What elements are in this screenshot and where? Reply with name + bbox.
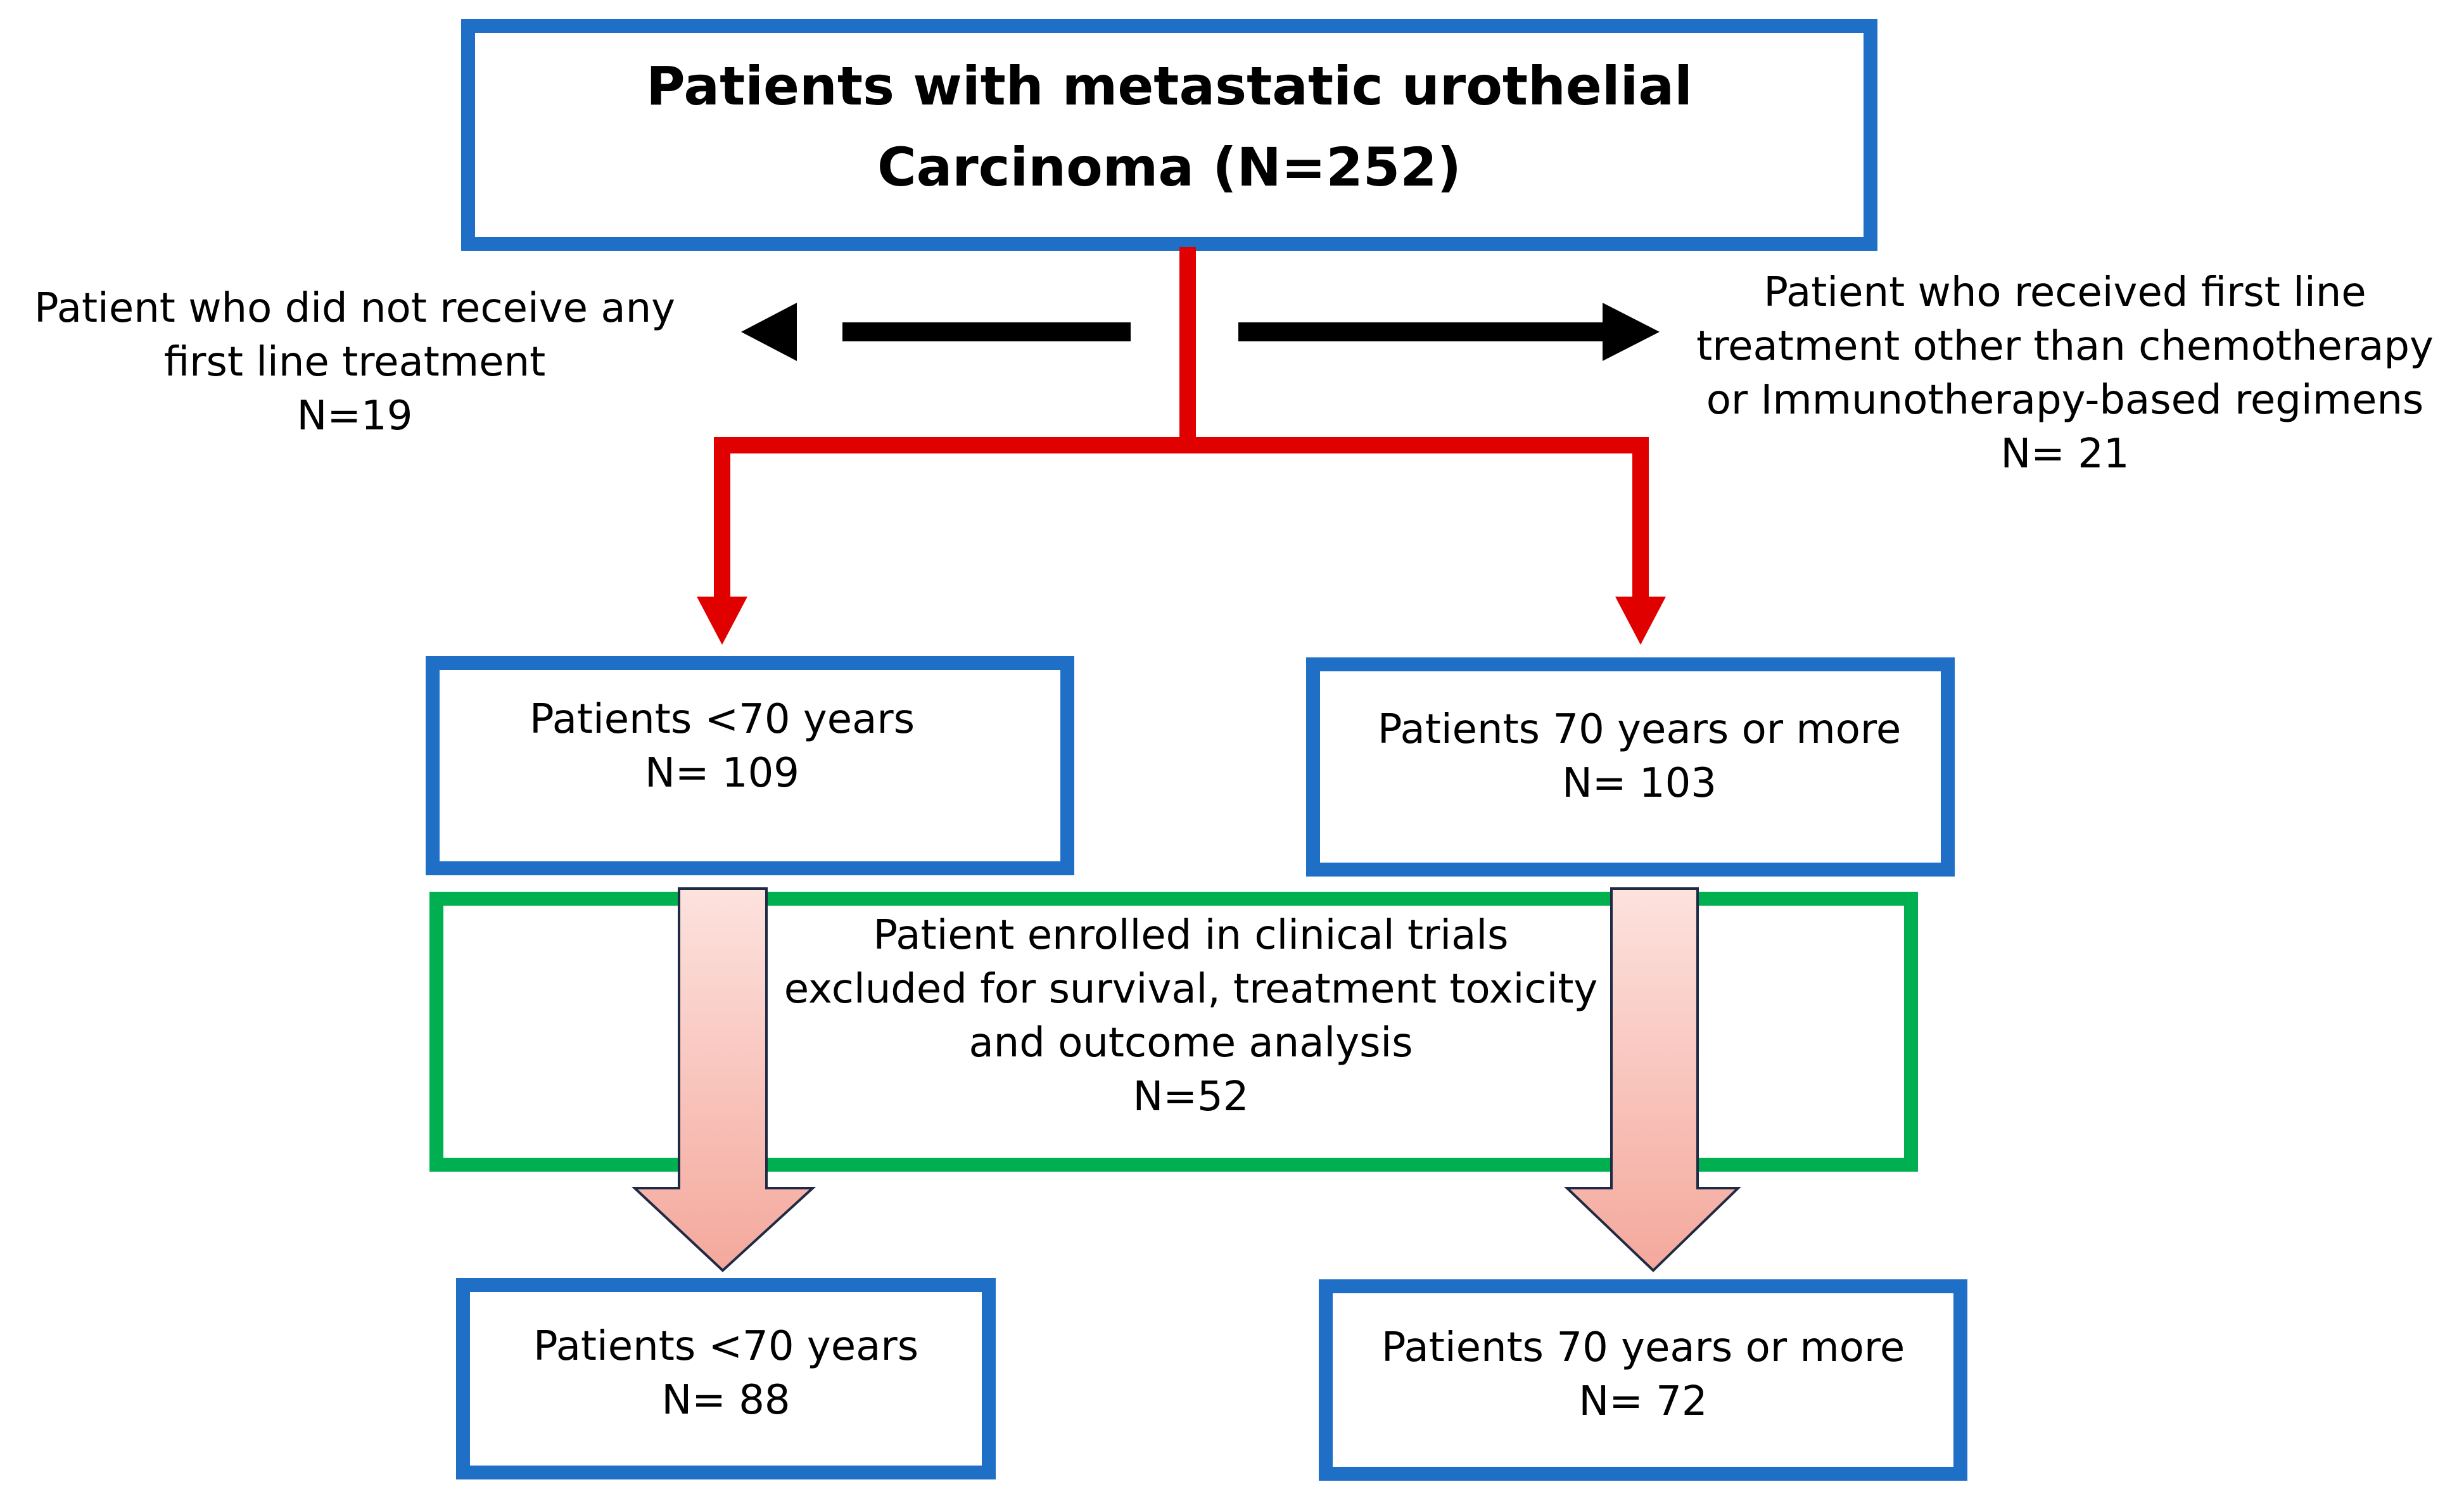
trial-exclusion-line-3: and outcome analysis	[968, 1020, 1413, 1067]
right-exclusion-line-4: N= 21	[2000, 431, 2130, 478]
top-box	[461, 19, 1877, 251]
final-left-text: Patients <70 years N= 88	[456, 1320, 996, 1428]
exclusion-arrow-left	[741, 303, 797, 361]
top-box-title: Patients with metastatic urothelial Carc…	[461, 46, 1877, 208]
group-right-box	[1306, 657, 1955, 877]
final-left-line-1: Patients <70 years	[533, 1323, 919, 1370]
final-left-box	[456, 1278, 996, 1479]
group-right-line-1: Patients 70 years or more	[1377, 706, 1902, 753]
group-left-line-1: Patients <70 years	[529, 696, 915, 743]
right-exclusion-text: Patient who received first line treatmen…	[1672, 266, 2458, 481]
block-arrow-right	[1564, 887, 1741, 1272]
right-exclusion-line-3: or Immunotherapy-based regimens	[1706, 377, 2424, 424]
left-exclusion-line-2: first line treatment	[163, 339, 546, 386]
final-right-line-2: N= 72	[1578, 1378, 1708, 1426]
final-right-text: Patients 70 years or more N= 72	[1319, 1321, 1967, 1429]
red-arrowhead-right	[1615, 597, 1666, 645]
exclusion-arrow-right	[1603, 303, 1660, 361]
top-box-line-1: Patients with metastatic urothelial	[646, 55, 1692, 117]
group-right-text: Patients 70 years or more N= 103	[1306, 703, 1972, 811]
final-left-line-2: N= 88	[661, 1377, 791, 1424]
top-box-line-2: Carcinoma (N=252)	[877, 136, 1462, 198]
group-left-line-2: N= 109	[645, 750, 799, 797]
final-right-line-1: Patients 70 years or more	[1381, 1324, 1905, 1371]
block-arrow-left	[631, 887, 816, 1272]
left-exclusion-line-1: Patient who did not receive any	[34, 285, 675, 332]
right-exclusion-line-1: Patient who received first line	[1763, 269, 2366, 316]
group-right-line-2: N= 103	[1562, 760, 1717, 808]
trial-exclusion-text: Patient enrolled in clinical trials excl…	[760, 909, 1622, 1124]
trial-exclusion-line-2: excluded for survival, treatment toxicit…	[784, 966, 1598, 1013]
final-right-box	[1319, 1279, 1967, 1481]
left-exclusion-line-3: N=19	[296, 393, 413, 440]
right-exclusion-line-2: treatment other than chemotherapy	[1696, 323, 2434, 370]
trial-exclusion-line-1: Patient enrolled in clinical trials	[873, 912, 1509, 959]
left-exclusion-text: Patient who did not receive any first li…	[13, 282, 697, 443]
red-flow-lines	[714, 247, 1649, 602]
group-left-text: Patients <70 years N= 109	[426, 693, 1019, 801]
group-left-box	[426, 656, 1074, 875]
red-arrowhead-left	[697, 597, 747, 645]
trial-exclusion-line-4: N=52	[1133, 1074, 1249, 1121]
